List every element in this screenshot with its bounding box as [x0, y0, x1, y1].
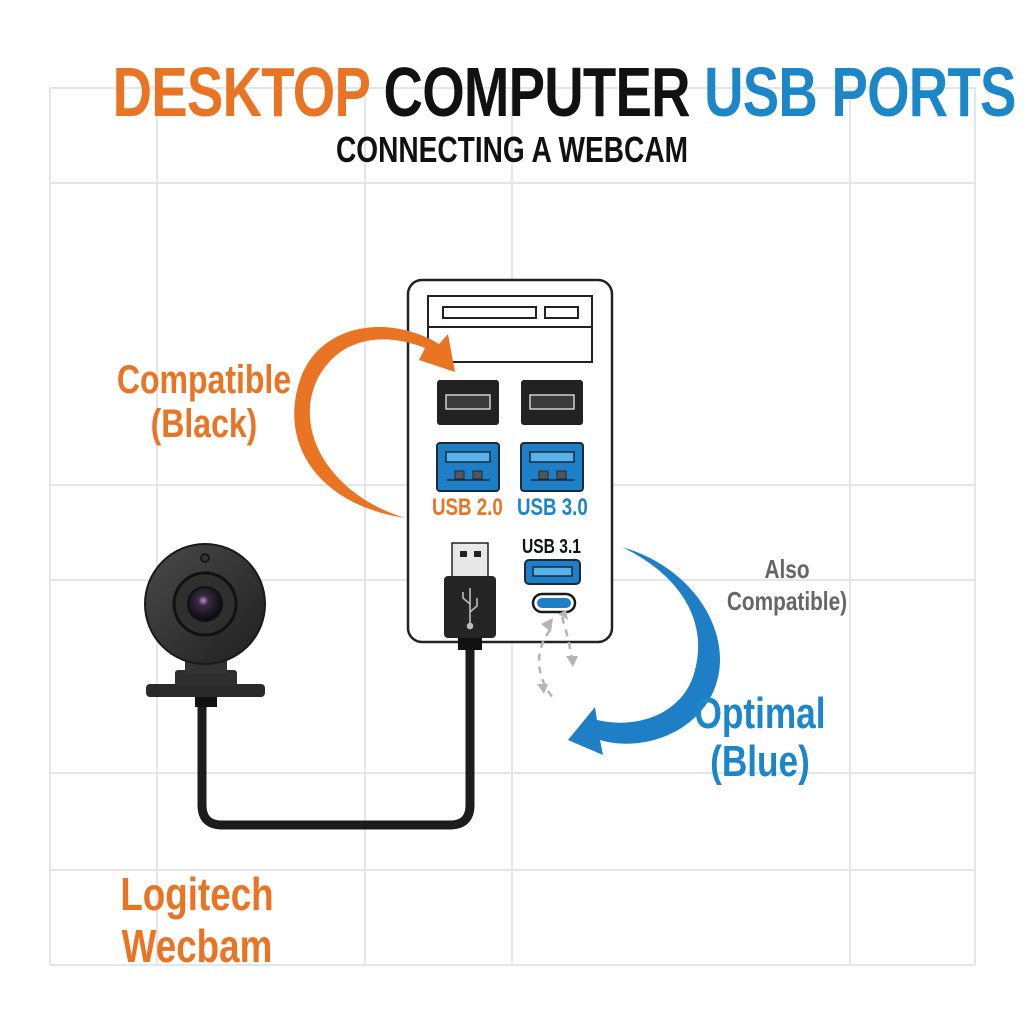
title-usb-ports: USB PORTS [704, 53, 1016, 131]
page-subtitle: CONNECTING A WEBCAM [335, 129, 689, 170]
orange-compatible-arrow [294, 327, 455, 518]
drive-button [544, 306, 579, 319]
black-usb-port-right [521, 380, 583, 425]
webcam-cable [197, 650, 475, 830]
usb-trident-icon [462, 588, 478, 630]
compatible-black-label: Compatible (Black) [108, 358, 300, 446]
usb30-label: USB 3.0 [517, 494, 588, 521]
arrow-head-icon [537, 684, 548, 694]
black-usb-port-left [437, 380, 499, 425]
usb-port-icon [520, 442, 584, 492]
compatible-line1: Compatible [116, 358, 292, 402]
also-line2: Compatible) [726, 586, 848, 616]
arrow-head-icon [541, 618, 553, 632]
title-computer: COMPUTER [383, 53, 691, 131]
also-line1: Also [764, 554, 810, 584]
title-desktop: DESKTOP [112, 53, 370, 131]
blue-usb-port-right [520, 442, 584, 492]
blue-optimal-arrow [568, 547, 720, 755]
usb31-label: USB 3.1 [522, 536, 581, 558]
webcam-label: Logitech Wecbam [115, 868, 279, 972]
page-title: DESKTOP COMPUTER USB PORTS [112, 52, 1017, 132]
compatible-line2: (Black) [150, 402, 258, 446]
webcam-line1: Logitech [120, 868, 274, 920]
webcam-led [200, 553, 210, 563]
webcam-line2: Wecbam [121, 920, 273, 972]
webcam-lens [187, 586, 223, 622]
usb-c-port [531, 592, 577, 614]
arrow-head-icon [558, 610, 568, 620]
optimal-blue-label: Optimal (Blue) [680, 690, 840, 786]
drive-bay [427, 295, 593, 363]
arrow-head-icon [566, 656, 578, 667]
usb20-label: USB 2.0 [432, 494, 503, 521]
webcam-base [146, 684, 265, 697]
computer-front-panel [406, 278, 614, 644]
usb-plug-metal [451, 542, 489, 578]
webcam-icon [144, 543, 266, 707]
drive-slot [442, 306, 537, 319]
optimal-line2: (Blue) [710, 737, 810, 786]
usb31-port-a [524, 559, 581, 585]
arrow-icon [568, 547, 720, 755]
usb-port-icon [436, 442, 500, 492]
blue-usb-port-left [436, 442, 500, 492]
arrow-icon [294, 327, 455, 518]
also-compatible-label: Also Compatible) [715, 553, 859, 617]
usb-plug [444, 542, 496, 650]
optimal-line1: Optimal [694, 689, 826, 738]
